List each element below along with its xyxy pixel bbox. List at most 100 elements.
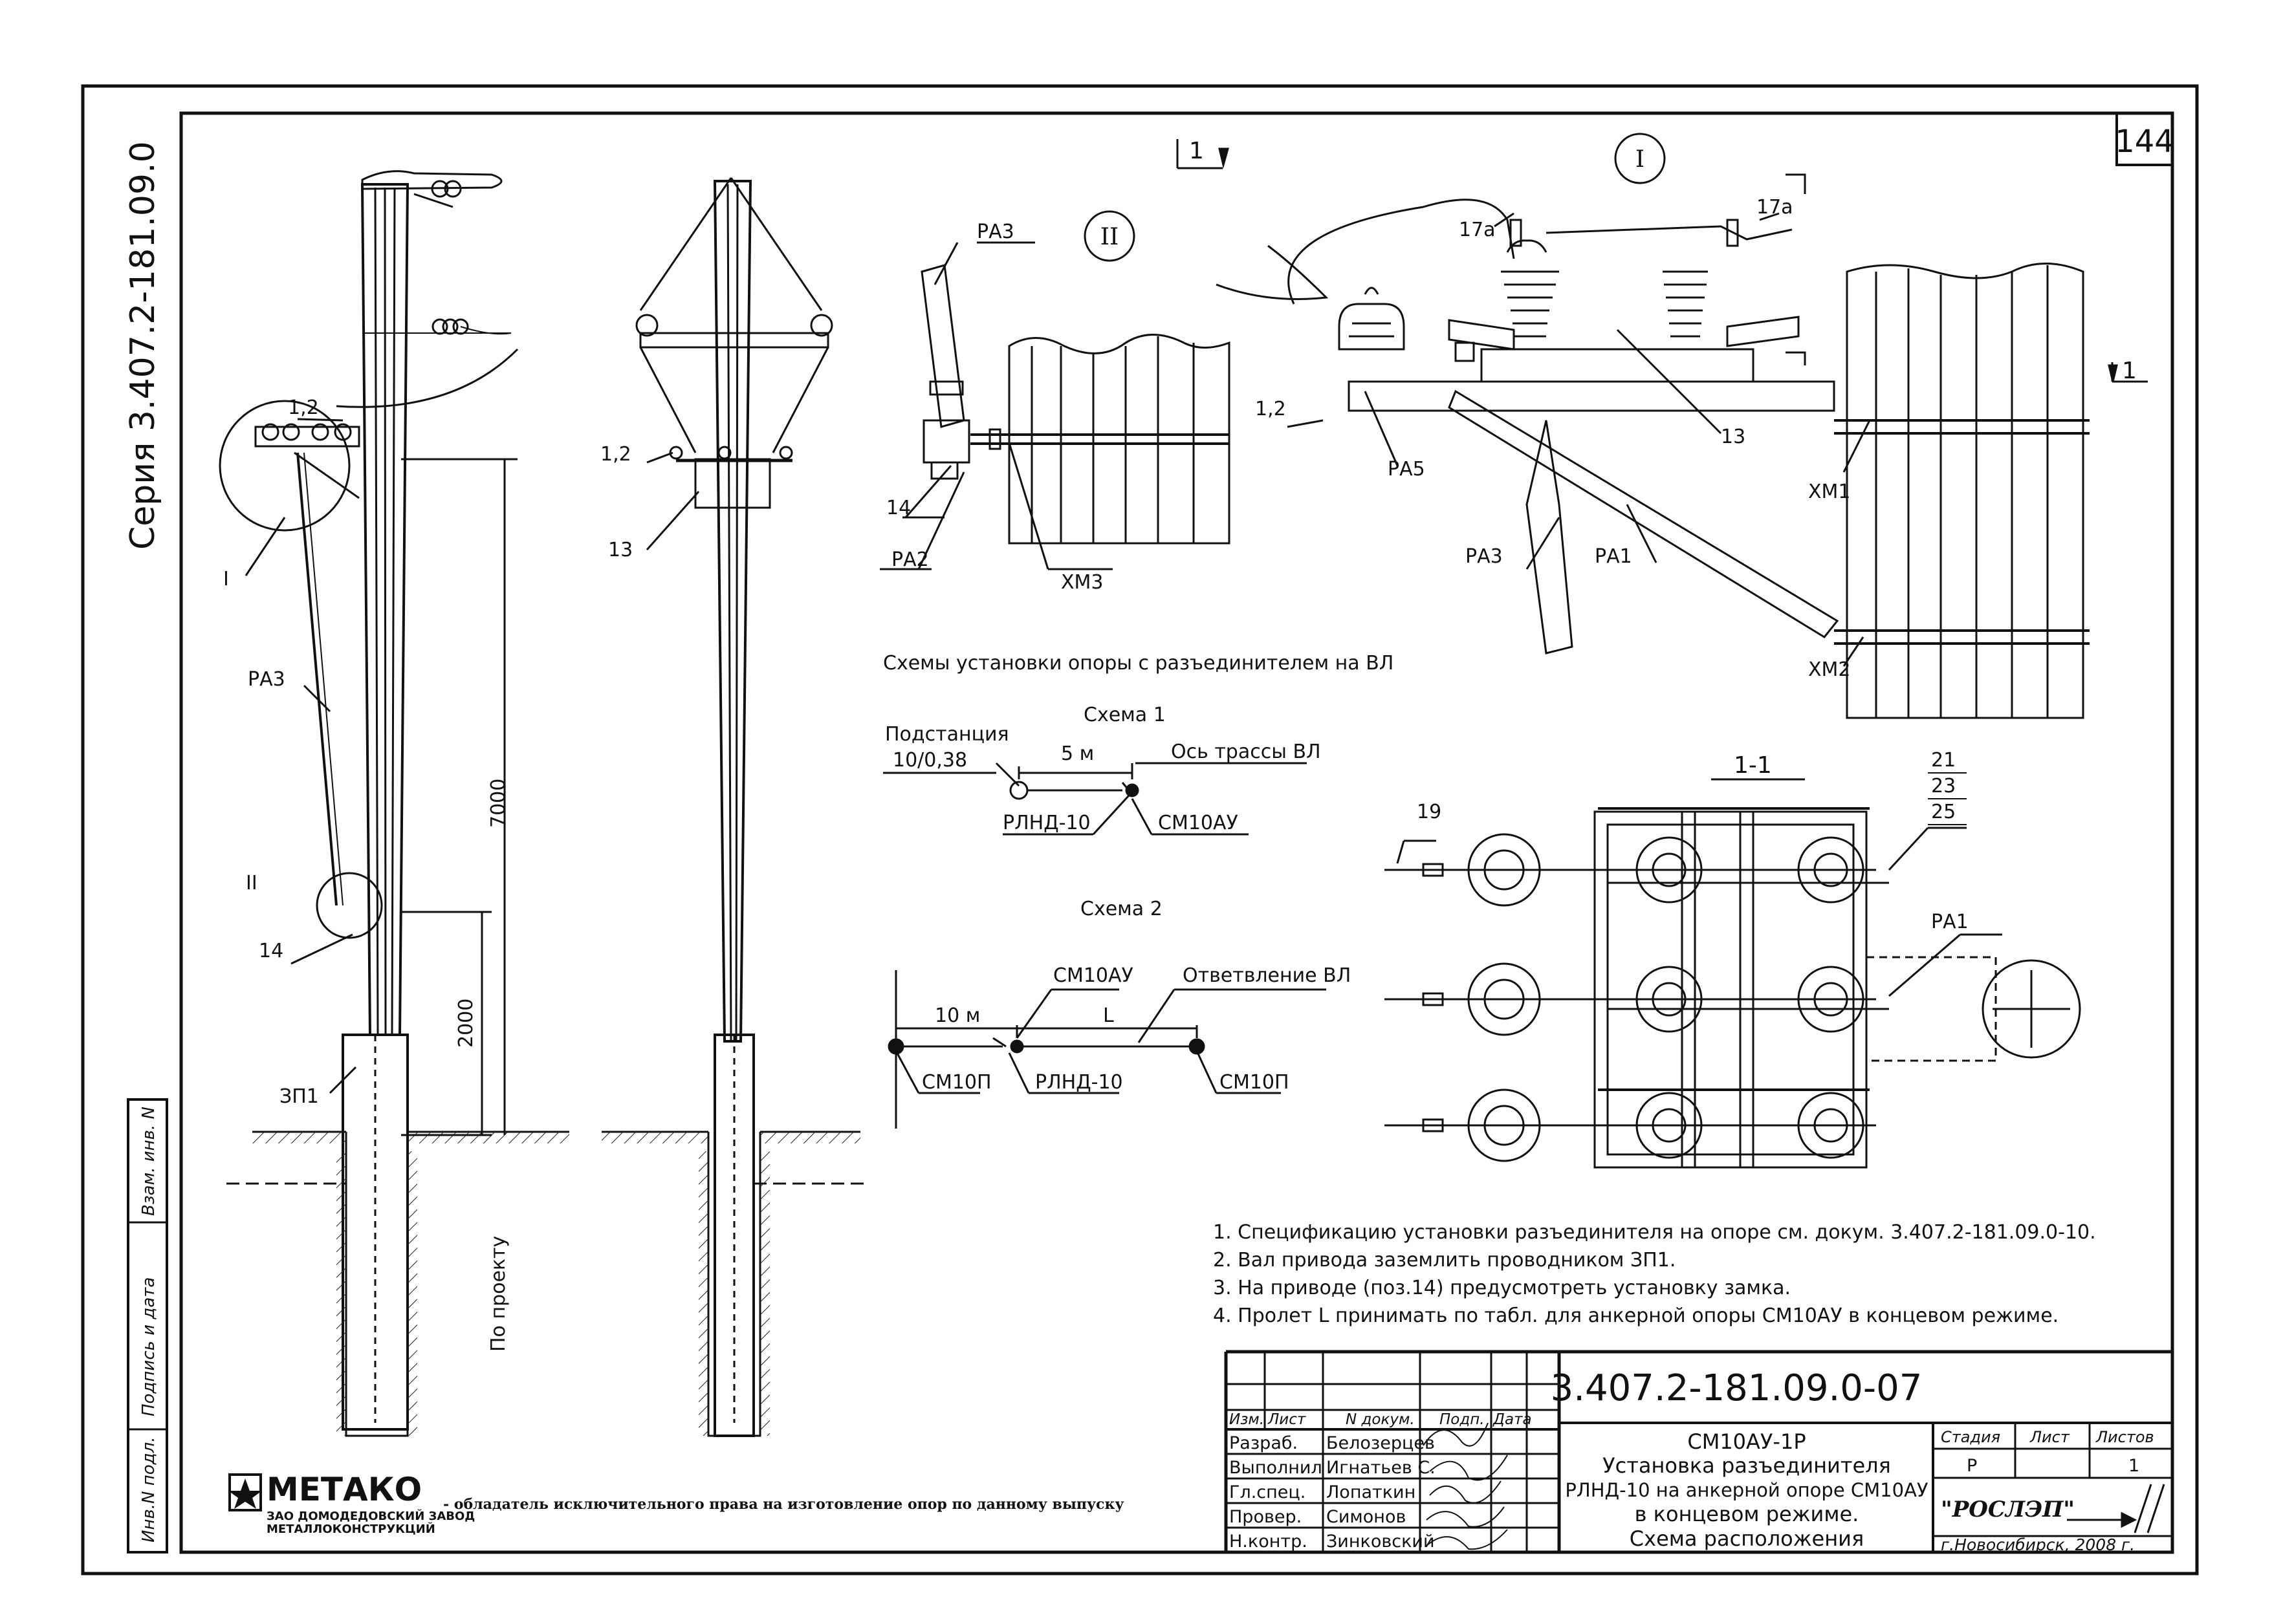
note-4: 4. Пролет L принимать по табл. для анкер…: [1213, 1305, 2059, 1327]
label-II-side: II: [246, 872, 257, 894]
scheme2-cm10au: СМ10АУ: [1053, 964, 1133, 987]
series-label: Серия 3.407.2-181.09.0: [124, 141, 162, 550]
note-1: 1. Спецификацию установки разъединителя …: [1213, 1221, 2096, 1244]
scheme1-cm: СМ10АУ: [1158, 812, 1238, 834]
detail-I: [1176, 133, 2148, 719]
stamp-vzam: Взам. инв. N: [139, 1107, 158, 1216]
title-doc-code: 3.407.2-181.09.0-07: [1551, 1367, 1923, 1409]
side-stamp: Взам. инв. N Подпись и дата Инв.N подл.: [127, 1098, 168, 1554]
tb-name-4: Зинковский: [1326, 1532, 1435, 1552]
sheet-number-box: [2115, 112, 2174, 166]
scheme1-rlnd: РЛНД-10: [1003, 812, 1091, 834]
tb-role-1: Выполнил: [1229, 1458, 1322, 1478]
scheme2-title: Схема 2: [1080, 898, 1163, 920]
detail-II-14: 14: [886, 497, 911, 519]
detail-II: [880, 210, 1230, 570]
detail-I-ra3: РА3: [1465, 545, 1503, 568]
pole-front-view: [602, 177, 867, 1437]
detail-I-hm1: ХМ1: [1808, 481, 1851, 503]
section-23: 23: [1931, 775, 1956, 797]
logo-rights: - обладатель исключительного права на из…: [443, 1496, 1124, 1513]
scheme2-L: L: [1103, 1004, 1114, 1027]
label-I-side: I: [223, 568, 229, 590]
detail-II-title: II: [1100, 224, 1119, 250]
section-ra1: РА1: [1931, 911, 1969, 933]
detail-I-ra5: РА5: [1388, 458, 1425, 481]
tb-org: "РОСЛЭП": [1941, 1497, 2075, 1522]
scheme1-dist: 5 м: [1061, 742, 1094, 765]
tb-title-1: Установка разъединителя: [1602, 1453, 1891, 1478]
detail-II-ra3: РА3: [977, 221, 1014, 243]
stamp-inv: Инв.N подл.: [139, 1436, 158, 1543]
detail-I-title: I: [1635, 146, 1644, 173]
sheet-number: 144: [2115, 124, 2174, 160]
tb-city-year: г.Новосибирск, 2008 г.: [1941, 1535, 2135, 1554]
label-1-2-front: 1,2: [600, 443, 631, 466]
label-po-proektu: По проекту: [487, 1236, 510, 1352]
detail-II-hm3: ХМ3: [1061, 571, 1104, 594]
detail-I-17a-left: 17а: [1459, 219, 1496, 241]
detail-I-17a-right: 17а: [1756, 196, 1793, 219]
tb-title-3: в концевом режиме.: [1635, 1502, 1859, 1526]
roslep-logo-icon: [2067, 1484, 2165, 1533]
logo-name: МЕТАКО: [267, 1471, 422, 1508]
inner-frame: [179, 111, 2174, 1554]
notes: 1. Спецификацию установки разъединителя …: [1213, 1221, 2096, 1327]
tb-title-0: СМ10АУ-1Р: [1687, 1429, 1806, 1454]
section-mark-left: 1: [1189, 138, 1204, 164]
tb-sheets-label: Листов: [2095, 1428, 2154, 1446]
tb-header-ndoc: N докум.: [1346, 1411, 1415, 1428]
label-13-front: 13: [608, 539, 633, 561]
tb-name-3: Симонов: [1326, 1507, 1406, 1527]
detail-I-1-2: 1,2: [1255, 398, 1286, 420]
scheme-2: [888, 970, 1326, 1129]
section-19: 19: [1417, 801, 1441, 823]
stamp-podpis: Подпись и дата: [139, 1277, 158, 1416]
note-2: 2. Вал привода заземлить проводником ЗП1…: [1213, 1249, 1676, 1272]
outer-frame: [81, 84, 2199, 1575]
tb-title-4: Схема расположения: [1630, 1526, 1864, 1551]
label-ra3-side: РА3: [248, 668, 285, 691]
tb-role-3: Провер.: [1229, 1507, 1302, 1527]
tb-header-list: Лист: [1267, 1411, 1306, 1428]
tb-role-2: Гл.спец.: [1229, 1482, 1305, 1502]
title-block-grid: [1224, 1350, 2172, 1552]
tb-header-izm: Изм.: [1229, 1411, 1264, 1428]
label-7000: 7000: [487, 779, 510, 828]
scheme2-rlnd: РЛНД-10: [1035, 1071, 1123, 1094]
section-25: 25: [1931, 801, 1956, 823]
scheme2-10m: 10 м: [935, 1004, 980, 1027]
star-icon: [228, 1478, 262, 1509]
section-mark-right: 1: [2122, 358, 2137, 384]
scheme1-voltage: 10/0,38: [893, 749, 967, 772]
scheme1-title: Схема 1: [1084, 704, 1166, 726]
tb-title-2: РЛНД-10 на анкерной опоре СМ10АУ: [1565, 1479, 1928, 1501]
scheme-1: [883, 762, 1307, 836]
tb-sheet-label: Лист: [2029, 1428, 2070, 1446]
logo-line1: ЗАО ДОМОДЕДОВСКИЙ ЗАВОД: [267, 1509, 475, 1523]
scheme1-substation: Подстанция: [885, 723, 1009, 746]
scheme2-cm10p-right: СМ10П: [1219, 1071, 1289, 1094]
section-1-1-title: 1-1: [1734, 752, 1772, 779]
tb-role-4: Н.контр.: [1229, 1532, 1307, 1552]
detail-I-hm2: ХМ2: [1808, 658, 1851, 681]
tb-header-data: Дата: [1492, 1411, 1532, 1428]
label-2000: 2000: [455, 999, 477, 1048]
label-zp1: ЗП1: [279, 1085, 319, 1108]
schemes-heading: Схемы установки опоры с разъединителем н…: [883, 652, 1393, 675]
scheme2-cm10p-left: СМ10П: [922, 1071, 992, 1094]
section-leader-boxes: [1928, 772, 1967, 825]
detail-I-ra1: РА1: [1595, 545, 1632, 568]
tb-stage: Р: [1967, 1456, 1977, 1476]
logo-line2: МЕТАЛЛОКОНСТРУКЦИЙ: [267, 1522, 435, 1536]
tb-stage-label: Стадия: [1941, 1428, 2000, 1446]
pole-side-view: [219, 170, 569, 1437]
section-21: 21: [1931, 749, 1956, 772]
tb-name-2: Лопаткин: [1326, 1482, 1415, 1502]
signatures: [1423, 1422, 1508, 1550]
note-3: 3. На приводе (поз.14) предусмотреть уст…: [1213, 1277, 1791, 1299]
section-1-1-drawing: [1384, 807, 2081, 1169]
tb-name-1: Игнатьев С.: [1326, 1458, 1436, 1478]
